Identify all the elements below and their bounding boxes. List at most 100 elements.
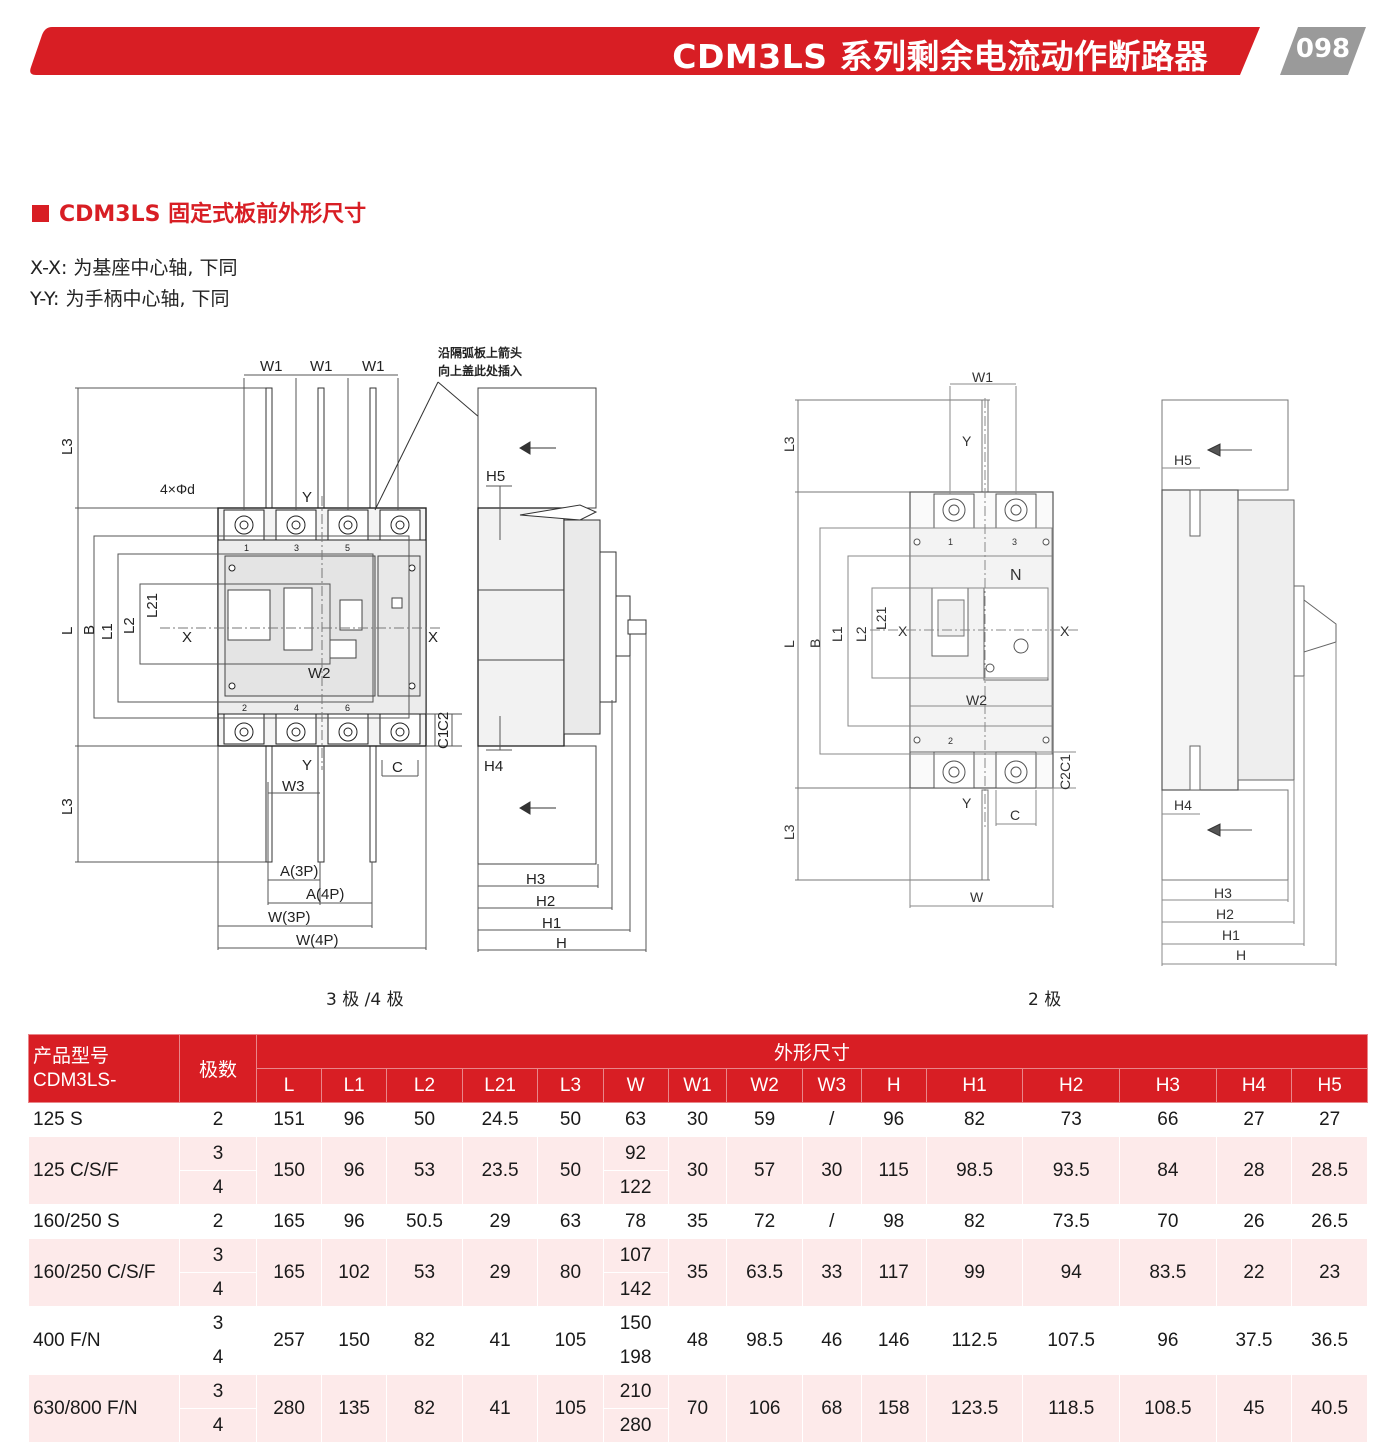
- cell-l: 257: [255, 1306, 323, 1375]
- dim-w1-b: W1: [310, 358, 333, 375]
- cell-w: 150: [602, 1306, 669, 1341]
- cell-w3: /: [801, 1204, 862, 1239]
- note-x-axis: X-X: 为基座中心轴, 下同: [30, 257, 238, 279]
- cell-l3: 105: [537, 1306, 604, 1375]
- model-cell: 125 C/S/F: [28, 1136, 180, 1205]
- axis-x-left: X: [182, 629, 192, 646]
- cell-w1: 35: [667, 1238, 728, 1307]
- caption-3p-4p: 3 极 /4 极: [326, 990, 404, 1010]
- column-header-w3: W3: [801, 1068, 862, 1103]
- front-view-2p-labels: W1 Y Y X X W2 C W N 1 3 2 L3 L3 L B L1 L…: [781, 369, 1073, 905]
- dim-2p-l2: L2: [853, 626, 869, 642]
- page-number-tag: 098: [1278, 27, 1368, 75]
- axis-2p-y-top: Y: [962, 433, 972, 449]
- cell-h: 96: [860, 1102, 927, 1137]
- dim-h3: H3: [526, 871, 545, 888]
- axis-x-right: X: [428, 629, 438, 646]
- dim-2p-l: L: [781, 640, 797, 648]
- dim-2p-h2: H2: [1216, 906, 1234, 922]
- poles-cell: 3: [179, 1374, 257, 1409]
- dim-h5: H5: [486, 468, 505, 485]
- cell-h4: 45: [1215, 1374, 1293, 1443]
- arc-note-line-2: 向上盖此处插入: [438, 363, 522, 378]
- cell-h: 115: [860, 1136, 927, 1205]
- dim-2p-b: B: [807, 639, 823, 648]
- dim-h2: H2: [536, 893, 555, 910]
- dim-2p-h: H: [1236, 947, 1246, 963]
- terminal-label-6: 6: [345, 703, 350, 713]
- cell-h1: 123.5: [925, 1374, 1024, 1443]
- cell-l1: 96: [321, 1136, 388, 1205]
- cell-l2: 82: [386, 1306, 463, 1375]
- dim-2p-h1: H1: [1222, 927, 1240, 943]
- cell-h5: 40.5: [1291, 1374, 1368, 1443]
- dim-2p-c1: C1: [1057, 754, 1073, 772]
- axis-y-top: Y: [302, 489, 312, 506]
- cell-l21: 29: [461, 1204, 539, 1239]
- side-view-2p-labels: H5 H4 H3 H2 H1 H: [1174, 452, 1246, 963]
- poles-cell: 4: [179, 1170, 257, 1205]
- cell-w: 142: [602, 1272, 669, 1307]
- dim-2p-l3-top: L3: [781, 436, 797, 452]
- model-cell: 400 F/N: [28, 1306, 180, 1375]
- dim-w2: W2: [308, 665, 331, 682]
- front-view-3p4p: [75, 374, 591, 950]
- dim-c1: C1: [435, 730, 452, 749]
- poles-cell: 3: [179, 1238, 257, 1273]
- cell-l21: 24.5: [461, 1102, 539, 1137]
- cell-w2: 72: [726, 1204, 803, 1239]
- axis-2p-x-right: X: [1060, 623, 1070, 639]
- cell-h1: 82: [925, 1204, 1024, 1239]
- dim-l: L: [59, 627, 76, 635]
- column-header-h1: H1: [925, 1068, 1024, 1103]
- cell-h: 146: [860, 1306, 927, 1375]
- column-header-w1: W1: [667, 1068, 728, 1103]
- caption-2p: 2 极: [1028, 990, 1062, 1010]
- poles-cell: 3: [179, 1306, 257, 1341]
- poles-cell: 3: [179, 1136, 257, 1171]
- cell-l1: 135: [321, 1374, 388, 1443]
- cell-w: 107: [602, 1238, 669, 1273]
- dim-w1-a: W1: [260, 358, 283, 375]
- dim-w3p: W(3P): [268, 909, 311, 926]
- cell-w: 92: [602, 1136, 669, 1171]
- cell-l3: 105: [537, 1374, 604, 1443]
- dim-2p-l21: L21: [873, 606, 889, 630]
- dim-a3p: A(3P): [280, 863, 318, 880]
- cell-w: 78: [602, 1204, 669, 1239]
- cell-l1: 96: [321, 1102, 388, 1137]
- axis-y-bottom: Y: [302, 757, 312, 774]
- dim-2p-l1: L1: [829, 626, 845, 642]
- cell-w1: 48: [667, 1306, 728, 1375]
- cell-l21: 41: [461, 1306, 539, 1375]
- dim-2p-w2: W2: [966, 692, 987, 708]
- dim-2p-h4: H4: [1174, 797, 1192, 813]
- cell-h3: 70: [1119, 1204, 1217, 1239]
- arc-note-line-1: 沿隔弧板上箭头: [437, 345, 522, 360]
- dim-w3: W3: [282, 778, 305, 795]
- cell-h3: 108.5: [1119, 1374, 1217, 1443]
- column-header-h: H: [860, 1068, 927, 1103]
- model-prefix-label: CDM3LS-: [33, 1069, 117, 1091]
- cell-w1: 70: [667, 1374, 728, 1443]
- poles-header: 极数: [179, 1034, 257, 1103]
- column-header-l3: L3: [537, 1068, 604, 1103]
- front-view-2p: [795, 383, 1080, 908]
- section-title: CDM3LS 固定式板前外形尺寸: [32, 196, 366, 228]
- cell-l3: 80: [537, 1238, 604, 1307]
- poles-cell: 2: [179, 1204, 257, 1239]
- dim-c2: C2: [435, 712, 452, 731]
- cell-h2: 94: [1022, 1238, 1121, 1307]
- dimensions-group-header: 外形尺寸: [256, 1034, 1368, 1069]
- cell-l: 165: [255, 1204, 323, 1239]
- page-title: CDM3LS 系列剩余电流动作断路器: [672, 37, 1208, 76]
- cell-h3: 84: [1119, 1136, 1217, 1205]
- cell-h1: 98.5: [925, 1136, 1024, 1205]
- column-header-l: L: [255, 1068, 323, 1103]
- cell-l2: 82: [386, 1374, 463, 1443]
